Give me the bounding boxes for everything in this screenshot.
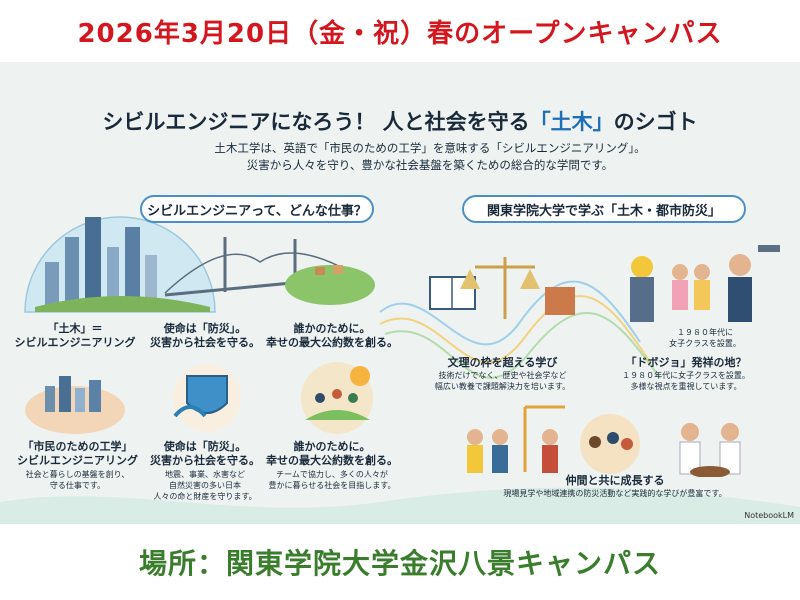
left-top-caption-1: 「土木」＝ シビルエンジニアリング bbox=[14, 322, 136, 350]
left-top-caption-3: 誰かのために。 幸せの最大公約数を創る。 bbox=[266, 322, 398, 350]
right-caption-beyond-disciplines: 文理の枠を超える学び 技術だけでなく、歴史や社会学など 幅広い教養で課題解決力を… bbox=[434, 356, 571, 392]
city-dome-illustration bbox=[24, 216, 375, 313]
poster-subtitle-line-1: 土木工学は、英語で「市民のための工学」を意味する「シビルエンジニアリング」。 bbox=[214, 141, 646, 155]
section-heading-civil-engineer-job: シビルエンジニアって、どんな仕事？ bbox=[140, 195, 374, 223]
sign-1980s-women-class: １９８０年代に 女子クラスを設置。 bbox=[669, 328, 741, 349]
notebooklm-watermark: NotebookLM bbox=[744, 511, 794, 520]
right-caption-grow-together: 仲間と共に成長する 現場見学や地域連携の防災活動など実践的な学びが豊富です。 bbox=[503, 474, 727, 499]
left-top-caption-2: 使命は「防災」。 災害から社会を守る。 bbox=[150, 322, 260, 350]
left-bottom-caption-3: 誰かのために。 幸せの最大公約数を創る。 チームで協力し、多くの人々が 豊かに暮… bbox=[266, 440, 398, 490]
section-heading-kanto-gakuin-study: 関東学院大学で学ぶ「土木・都市防災」 bbox=[462, 195, 746, 223]
poster-subtitle-line-2: 災害から人々を守り、豊かな社会基盤を築くための総合的な学問です。 bbox=[246, 158, 614, 172]
background-waves bbox=[0, 280, 800, 524]
left-illustrations-row bbox=[25, 362, 373, 434]
right-caption-dobojo-origin: 「ドボジョ」発祥の地？ １９８０年代に女子クラスを設置。 多様な視点を重視してい… bbox=[622, 356, 750, 392]
event-date-banner: 2026年3月20日（金・祝）春のオープンキャンパス bbox=[77, 18, 723, 49]
poster-image: シビルエンジニアになろう！ 人と社会を守る「土木」のシゴト 土木工学は、英語で「… bbox=[0, 62, 800, 524]
left-bottom-caption-1: 「市民のための工学」 シビルエンジニアリング 社会と暮らしの基盤を創り、 守る仕… bbox=[17, 440, 138, 490]
left-bottom-caption-2: 使命は「防災」。 災害から社会を守る。 地震、事業、水害など 自然災害の多い日本… bbox=[150, 440, 260, 501]
venue-banner: 場所：関東学院大学金沢八景キャンパス bbox=[138, 547, 661, 580]
poster-title: シビルエンジニアになろう！ 人と社会を守る「土木」のシゴト bbox=[102, 110, 698, 134]
right-bottom-teamwork-illustration bbox=[467, 405, 741, 477]
right-top-illustrations bbox=[429, 245, 780, 322]
